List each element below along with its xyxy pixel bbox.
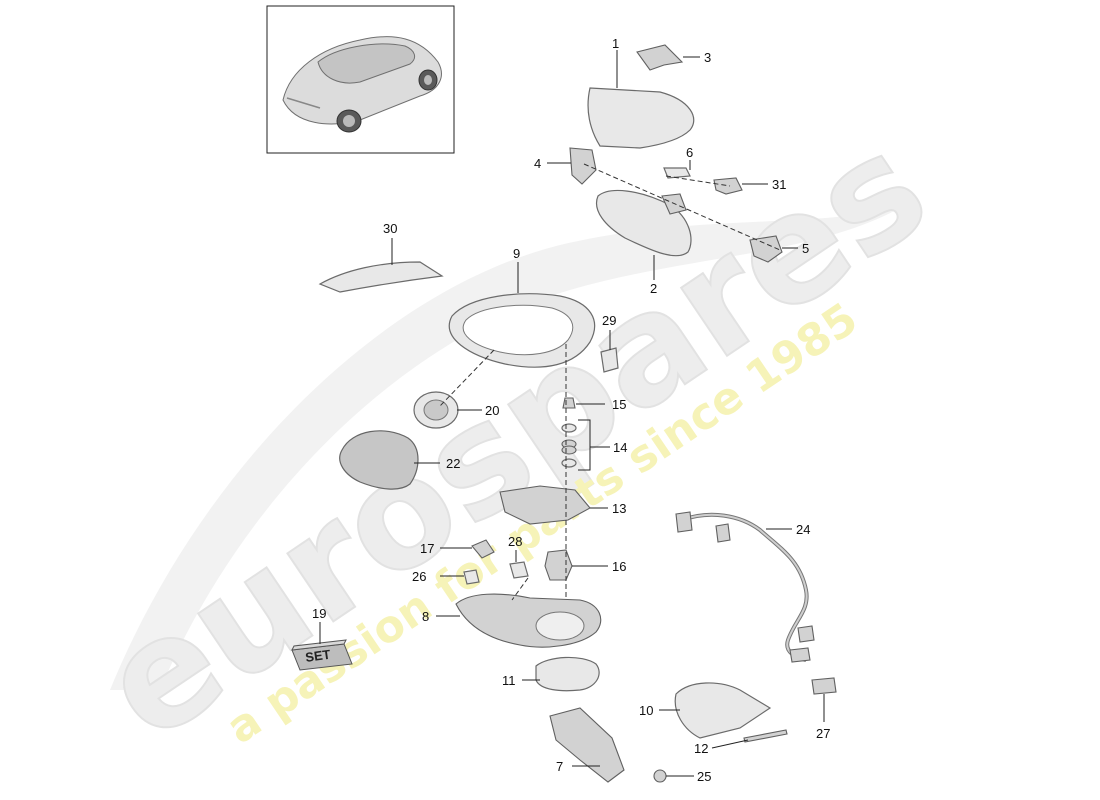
part-13-base xyxy=(499,485,591,525)
callout-5: 5 xyxy=(802,241,809,256)
part-1-cover xyxy=(587,87,695,149)
part-10-cover xyxy=(674,682,772,739)
callout-24: 24 xyxy=(796,522,810,537)
callout-2: 2 xyxy=(650,281,657,296)
dash-line-28 xyxy=(511,577,529,601)
part-22-glass xyxy=(339,430,419,490)
part-24-plug-a xyxy=(675,511,693,533)
callout-22: 22 xyxy=(446,456,460,471)
callout-12: 12 xyxy=(694,741,708,756)
part-24-plug-b xyxy=(715,523,731,543)
part-30-trim xyxy=(318,261,444,293)
callout-26: 26 xyxy=(412,569,426,584)
callout-30: 30 xyxy=(383,221,397,236)
callout-20: 20 xyxy=(485,403,499,418)
part-31-sensor xyxy=(713,177,743,195)
part-5-cover xyxy=(749,235,783,263)
dash-line-housing-actuator xyxy=(439,349,495,407)
dash-line-6-31 xyxy=(665,175,731,187)
callout-25: 25 xyxy=(697,769,711,784)
callout-15: 15 xyxy=(612,397,626,412)
part-20-center xyxy=(423,399,449,421)
part-27-connector xyxy=(811,677,837,695)
part-7-arm xyxy=(549,707,625,783)
leader-lines xyxy=(319,50,825,777)
part-14-spring-set xyxy=(561,423,577,468)
callout-9: 9 xyxy=(513,246,520,261)
part-6-cap xyxy=(663,167,691,179)
callout-27: 27 xyxy=(816,726,830,741)
part-9-opening xyxy=(462,304,574,356)
callout-13: 13 xyxy=(612,501,626,516)
part-11-gasket xyxy=(535,656,600,692)
set-box: SET xyxy=(291,639,353,671)
part-4-bracket xyxy=(569,147,597,185)
callout-29: 29 xyxy=(602,313,616,328)
callout-4: 4 xyxy=(534,156,541,171)
part-29-clip xyxy=(600,347,619,373)
callout-6: 6 xyxy=(686,145,693,160)
part-26-insert xyxy=(463,569,480,585)
callout-7: 7 xyxy=(556,759,563,774)
part-8-opening xyxy=(535,611,585,641)
part-12-rod xyxy=(743,729,788,743)
part-24-harness-highlight xyxy=(681,513,808,661)
vehicle-thumbnail xyxy=(266,5,455,154)
part-16-motor xyxy=(544,549,573,581)
set-box-label: SET xyxy=(304,647,331,665)
parts xyxy=(318,44,837,783)
part-25-screw xyxy=(653,769,667,783)
part-15-screw xyxy=(562,397,576,409)
part-28-cap xyxy=(509,561,529,579)
callouts: 1 2 3 4 5 6 7 8 9 10 11 12 13 14 15 16 1… xyxy=(312,36,830,784)
set-box-top xyxy=(291,639,347,651)
callout-8: 8 xyxy=(422,609,429,624)
callout-16: 16 xyxy=(612,559,626,574)
part-3-clip xyxy=(636,44,684,71)
callout-10: 10 xyxy=(639,703,653,718)
callout-1: 1 xyxy=(612,36,619,51)
callout-11: 11 xyxy=(502,673,516,688)
callout-14: 14 xyxy=(613,440,627,455)
callout-31: 31 xyxy=(772,177,786,192)
assembly-lines xyxy=(439,163,781,601)
part-17-lamp xyxy=(471,539,495,559)
dash-line-4-5 xyxy=(583,163,781,251)
part-24-plug-c xyxy=(797,625,815,643)
callout-28: 28 xyxy=(508,534,522,549)
callout-3: 3 xyxy=(704,50,711,65)
part-24-plug-d xyxy=(789,647,811,663)
callout-17: 17 xyxy=(420,541,434,556)
callout-19: 19 xyxy=(312,606,326,621)
car-illustration xyxy=(282,36,442,133)
